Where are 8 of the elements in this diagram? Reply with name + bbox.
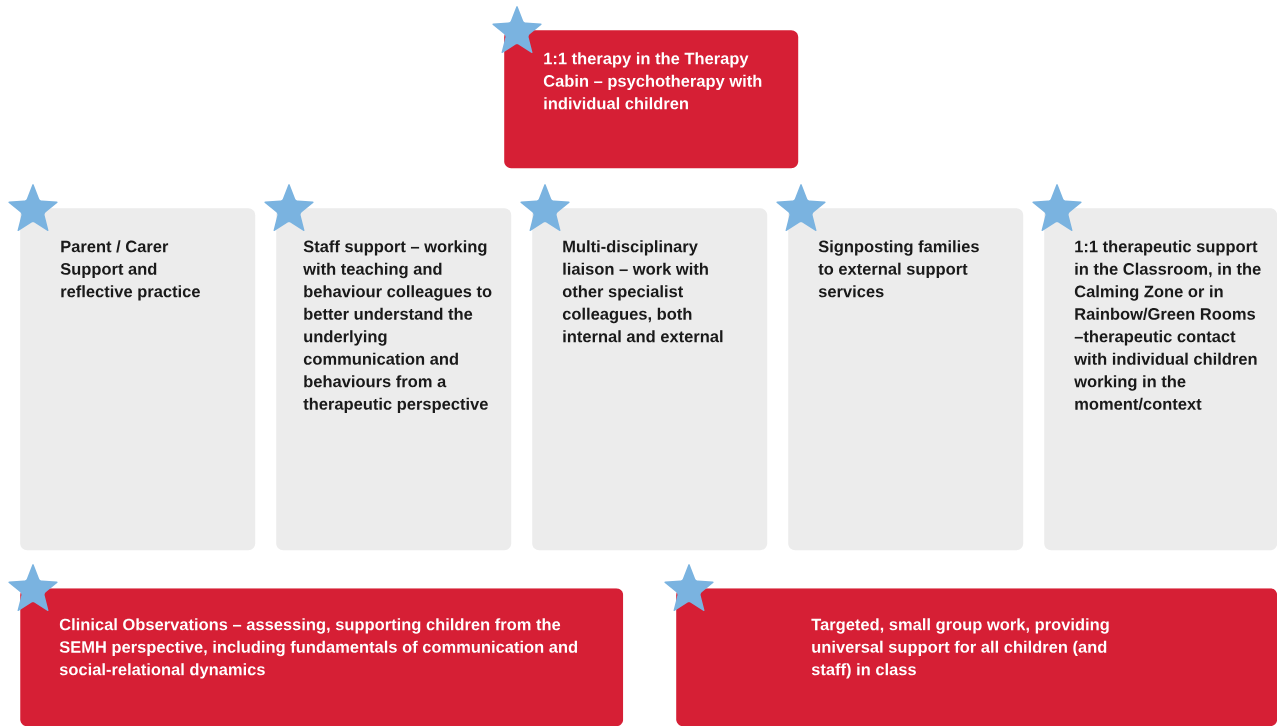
feature-box: 1:1 therapy in the Therapy Cabin – psychotherapy with individual children: [504, 30, 799, 169]
feature-box: Targeted, small group work, providing universal support for all children (and staff) in class: [676, 588, 1277, 726]
service-box: Staff support – working with teaching and behaviour colleagues to better understand the underlying communication and behaviours from a therapeutic perspective: [276, 208, 512, 551]
service-box: 1:1 therapeutic support in the Classroom, in the Calming Zone or in Rainbow/Green Rooms –therapeutic contact with individual children working in the moment/context: [1044, 208, 1277, 551]
service-box: Multi-disciplinary liaison – work with other specialist colleagues, both internal and external: [532, 208, 768, 551]
service-box: Signposting families to external support services: [788, 208, 1024, 551]
feature-box: Clinical Observations – assessing, supporting children from the SEMH perspective, including fundamentals of communication and social-relational dynamics: [20, 588, 624, 726]
service-box: Parent / Carer Support and reflective practice: [20, 208, 256, 551]
